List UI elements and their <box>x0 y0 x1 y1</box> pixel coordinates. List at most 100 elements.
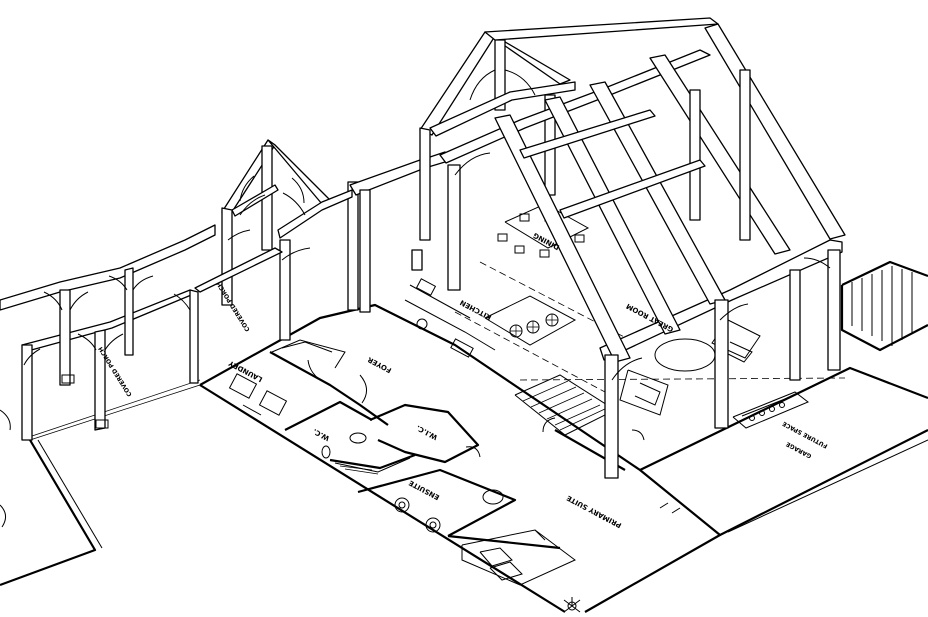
porch-brace-2 <box>108 275 154 291</box>
porch-brace-3 <box>77 333 124 351</box>
label-wic: W.I.C. <box>415 423 439 441</box>
hidden-line-1 <box>454 311 621 401</box>
mid-arch-braces <box>239 192 306 216</box>
armchair-seat <box>634 382 661 406</box>
wall-wc <box>284 400 373 431</box>
main-post-rear-2 <box>689 89 701 221</box>
dining-table <box>504 203 590 249</box>
label-primary-suite: PRIMARY SUITE <box>565 494 623 530</box>
door-stair <box>542 417 556 433</box>
primary-bed <box>461 529 576 586</box>
connector-beam <box>349 151 446 196</box>
label-foyer: FOYER <box>366 355 393 374</box>
chair-5 <box>574 234 585 243</box>
bed-pillow-2 <box>489 561 523 581</box>
door-great <box>631 429 645 441</box>
door-swing-foyer <box>307 359 331 386</box>
wall-ensuite <box>357 468 517 537</box>
main-post-1 <box>447 164 461 291</box>
connector-post <box>359 189 371 313</box>
label-laundry: LAUNDRY <box>227 358 264 383</box>
hidden-line-2 <box>479 261 631 341</box>
armchair <box>619 369 669 416</box>
label-wc: W.C. <box>312 427 331 442</box>
mid-post-2 <box>279 239 291 341</box>
laundry-counter <box>242 404 262 416</box>
main-frame <box>419 17 846 479</box>
post-base-2 <box>95 419 109 429</box>
porch-brace-4 <box>173 293 191 311</box>
foyer-bench <box>271 339 346 369</box>
plant-icon <box>563 597 581 613</box>
fireplace <box>732 391 809 429</box>
exterior-wall-back-left <box>199 384 566 613</box>
porch-post-5 <box>124 267 134 356</box>
left-porch-frame <box>0 224 216 441</box>
mid-upper-beam <box>231 184 279 217</box>
wall-laundry-foyer <box>269 351 389 426</box>
exterior-wall-garage <box>719 429 928 536</box>
kitchen-sink <box>415 278 437 296</box>
exterior-wall-right <box>639 366 928 471</box>
main-post-2 <box>604 354 619 479</box>
shower-line-2 <box>344 468 379 475</box>
rafter-2 <box>544 96 681 335</box>
mid-knee-braces <box>239 175 305 204</box>
post-base-1 <box>61 374 75 384</box>
mid-post-3 <box>347 181 359 311</box>
chair-6 <box>519 213 530 222</box>
porch-edge <box>29 384 201 441</box>
chair-1 <box>497 233 508 242</box>
mid-lower-beam <box>194 247 283 293</box>
bed-pillow <box>479 547 513 567</box>
left-porch-slab-inner <box>37 439 103 549</box>
main-post-4 <box>789 269 801 381</box>
back-post-left <box>419 127 431 241</box>
rafter-5 <box>704 23 846 240</box>
wc-sink <box>321 445 331 459</box>
middle-gable-frame <box>194 139 359 341</box>
mid-tie-beam <box>277 189 353 239</box>
wall-suite <box>447 534 561 550</box>
back-braces <box>469 69 536 101</box>
kitchen-counter-back <box>409 284 471 319</box>
main-post-5 <box>827 249 841 371</box>
purlin-1 <box>519 109 656 159</box>
sofa-cushion <box>723 341 753 363</box>
door-wic <box>465 446 481 458</box>
door-garage <box>659 502 681 514</box>
stairs <box>514 374 617 436</box>
ensuite-sink-2 <box>425 517 441 533</box>
ensuite-sink-1-drain <box>398 501 406 509</box>
washer <box>228 373 258 399</box>
shower-line <box>339 465 373 471</box>
porch-post-4 <box>189 289 199 384</box>
door-swing-foyer-2 <box>359 374 367 404</box>
ensuite-sink-2-drain <box>429 521 437 529</box>
porch-brace-5 <box>23 348 41 366</box>
shower-tray <box>334 457 411 473</box>
ridge-beam <box>484 17 719 41</box>
main-post-rear <box>739 69 751 241</box>
label-covered-porch-mid: COVERED PORCH <box>215 280 251 332</box>
dryer <box>258 390 288 416</box>
purlin-2 <box>559 159 706 219</box>
left-porch-slab <box>0 439 97 587</box>
back-tie-beam <box>429 81 576 137</box>
mid-lower-braces <box>227 229 311 261</box>
garage-wall-inner <box>727 439 928 533</box>
wall-shower <box>329 453 416 470</box>
chair-3 <box>539 249 550 258</box>
mid-rafter-right <box>267 139 331 205</box>
rafter-1 <box>494 114 631 363</box>
kitchen-counter <box>404 299 496 351</box>
chair-2 <box>514 245 525 254</box>
ensuite-tub <box>482 489 504 505</box>
label-kitchen: KITCHEN <box>459 298 493 321</box>
bed-head <box>534 529 546 541</box>
connector-stub <box>411 249 423 271</box>
left-porch-curve <box>0 504 6 528</box>
label-garage: GARAGE <box>785 440 813 459</box>
